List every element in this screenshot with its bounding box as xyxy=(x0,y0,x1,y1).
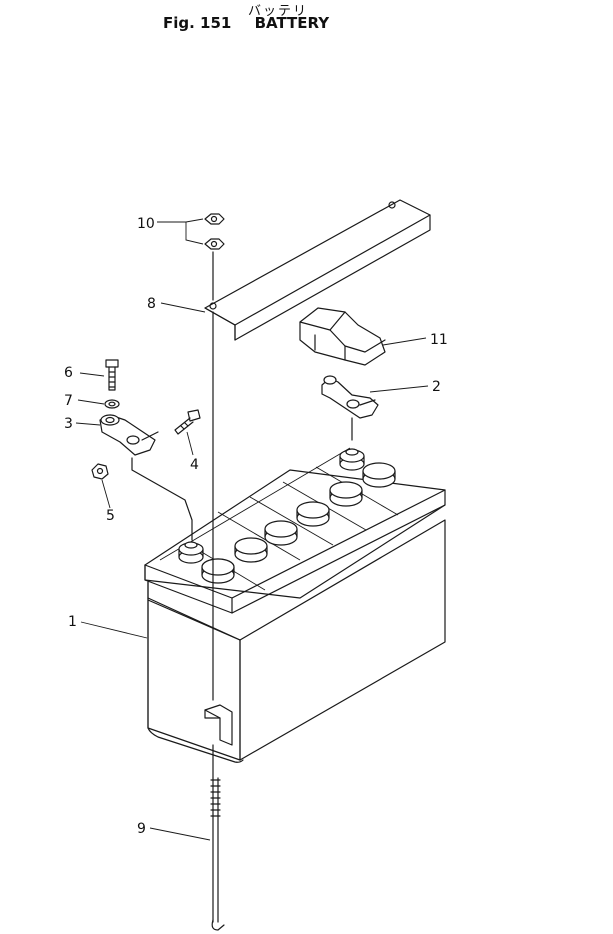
figure-name: BATTERY xyxy=(254,14,330,32)
positive-terminal-clamp xyxy=(321,375,379,441)
title-japanese: バッテリ xyxy=(248,4,309,19)
cell-cap xyxy=(201,558,235,584)
lock-washer xyxy=(104,399,120,409)
callout-5: 5 xyxy=(106,508,115,524)
cell-cap xyxy=(234,537,268,563)
cell-cap xyxy=(264,520,298,546)
positive-terminal-post xyxy=(339,448,365,471)
cell-cap xyxy=(362,462,396,488)
callout-2: 2 xyxy=(432,379,441,395)
callout-11: 11 xyxy=(430,332,448,348)
callout-3: 3 xyxy=(64,416,73,432)
battery-case xyxy=(144,447,446,763)
leader-lines xyxy=(75,218,429,841)
callout-9: 9 xyxy=(137,821,146,837)
callout-1: 1 xyxy=(68,614,77,630)
negative-terminal-post xyxy=(178,541,204,564)
hold-down-rod xyxy=(204,251,233,931)
callout-labels: 10 8 6 7 3 4 5 1 9 11 2 xyxy=(64,216,448,837)
callout-4: 4 xyxy=(190,457,199,473)
cell-cap xyxy=(296,501,330,527)
terminal-cover xyxy=(299,307,386,366)
cell-caps xyxy=(201,462,396,584)
negative-terminal-clamp xyxy=(99,414,193,541)
callout-6: 6 xyxy=(64,365,73,381)
nut-lower xyxy=(204,238,225,250)
clamp-bolt xyxy=(174,409,201,435)
callout-10: 10 xyxy=(137,216,155,232)
figure-title: Fig. 151 BATTERY xyxy=(163,14,347,32)
figure-number: Fig. 151 xyxy=(163,14,232,32)
callout-7: 7 xyxy=(64,393,73,409)
hold-down-bracket xyxy=(204,199,431,341)
clamp-nut xyxy=(91,463,109,480)
cell-cap xyxy=(329,481,363,507)
nuts xyxy=(204,213,225,250)
terminal-posts xyxy=(178,448,365,564)
terminal-bolt xyxy=(105,359,119,391)
nut-upper xyxy=(204,213,225,225)
callout-8: 8 xyxy=(147,296,156,312)
